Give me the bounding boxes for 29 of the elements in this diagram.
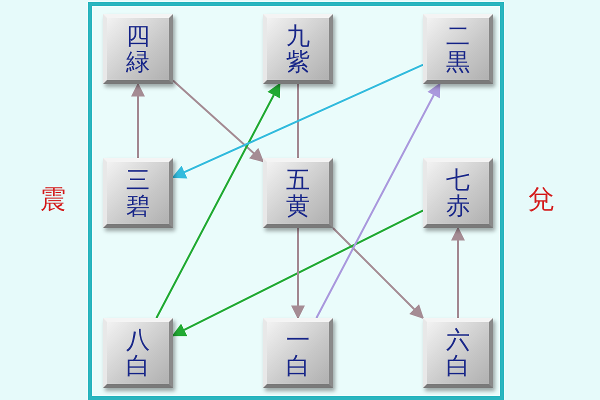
number-tile — [263, 14, 333, 84]
arrow — [172, 80, 264, 162]
number-tile — [103, 318, 173, 388]
number-tile — [103, 14, 173, 84]
direction-label: 震 — [40, 184, 66, 217]
arrow — [156, 82, 280, 318]
arrow — [131, 82, 145, 158]
tile-label: 六白 — [446, 326, 470, 380]
number-tile — [423, 14, 493, 84]
arrow — [172, 210, 424, 336]
tile-label: 三碧 — [126, 166, 150, 220]
tile-label: 九紫 — [286, 22, 310, 76]
tile-label: 八白 — [126, 326, 150, 380]
number-tile — [263, 158, 333, 228]
tile-label: 五黄 — [286, 166, 310, 220]
number-tile — [263, 318, 333, 388]
tile-label: 七赤 — [446, 166, 470, 220]
arrow — [451, 226, 465, 318]
number-tile — [103, 158, 173, 228]
arrow — [172, 64, 424, 178]
tile-label: 四緑 — [126, 22, 150, 76]
arrow — [316, 82, 440, 318]
direction-label: 兌 — [528, 184, 554, 217]
number-tile — [423, 158, 493, 228]
number-tile — [423, 318, 493, 388]
tile-label: 一白 — [286, 326, 310, 380]
arrow — [332, 227, 424, 319]
arrow — [291, 228, 305, 320]
tile-label: 二黒 — [446, 22, 470, 76]
